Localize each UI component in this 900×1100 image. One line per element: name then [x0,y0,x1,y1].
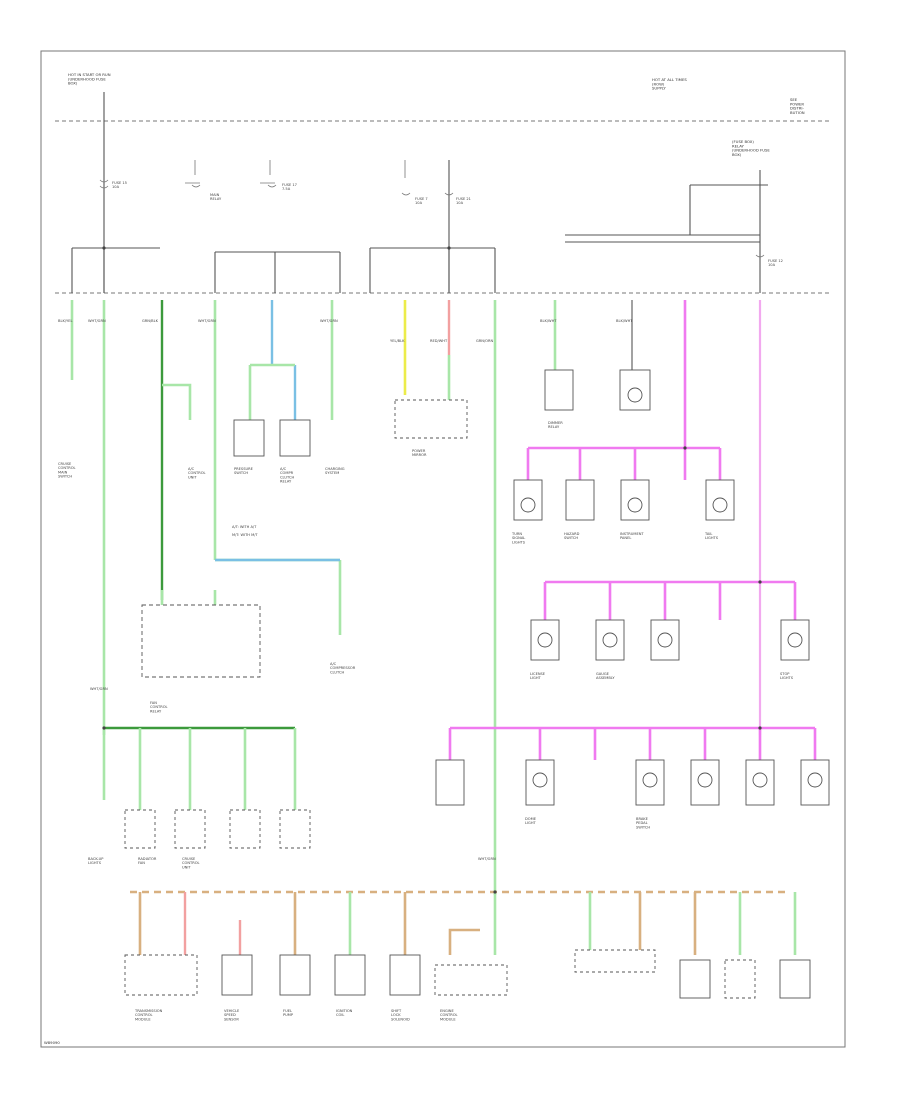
bus-a [71,247,160,293]
connector-nodes [102,246,762,894]
pressure-switch [233,419,265,457]
bus-b [214,251,341,293]
wire-label-11: WHT/GRN [90,687,108,691]
wire-lower-drops-left [102,728,297,810]
right-source-label: HOT AT ALL TIMES(ROW)SUPPLY [652,77,687,91]
power-mirror [394,399,468,439]
wire-label-4: WHT/GRN [198,319,216,323]
wire-pink-row2 [543,580,797,620]
lights-row3 [435,759,830,806]
wire-label-2: WHT/GRN [88,319,106,323]
wire-label-8: GRN/ORN [476,339,494,343]
wire-label-10: BLK/WHT [616,319,633,323]
diagram-border [40,50,846,1048]
wire-label-6: YEL/BLK [390,339,405,343]
fan-control-relay [141,604,261,678]
wire-bottom-drops-tan [138,892,697,955]
wire-blue-press [270,300,297,420]
wire-bottom-drops-grn [348,892,797,955]
bottom-components [124,949,811,999]
ac-compr-clutch-relay [279,419,311,457]
right-relay-wire [565,184,768,243]
lower-left-components [124,809,311,849]
dome-lamp-bulb [627,387,643,403]
wire-grn-press [248,363,295,420]
wire-tan-ecm [448,928,480,955]
wire-label-12: WHT/GRN [478,857,496,861]
wire-bottom-drops-red [183,892,242,955]
wire-label-1: BLK/YEL [58,319,73,323]
wire-label-7: RED/WHT [430,339,448,343]
figure-code: W89090 [44,1040,60,1045]
dimmer-relay [544,369,574,411]
wire-pink-row3 [448,726,817,760]
wire-label-3: GRN/BLK [142,319,159,323]
wire-label-5: WHT/GRN [320,319,338,323]
legend-mt: M/T: WITH M/T [232,533,258,537]
wire-pink-row1 [526,446,722,480]
lights-row1 [513,479,735,521]
fuse-box-relay-symbols [185,160,406,184]
wire-label-9: BLK/WHT [540,319,557,323]
bus-c [369,247,496,293]
fuse-symbols [99,179,765,258]
wire-grn-ac-unit [162,383,192,420]
lights-row2 [530,619,810,661]
legend-at: A/T: WITH A/T [232,525,257,529]
